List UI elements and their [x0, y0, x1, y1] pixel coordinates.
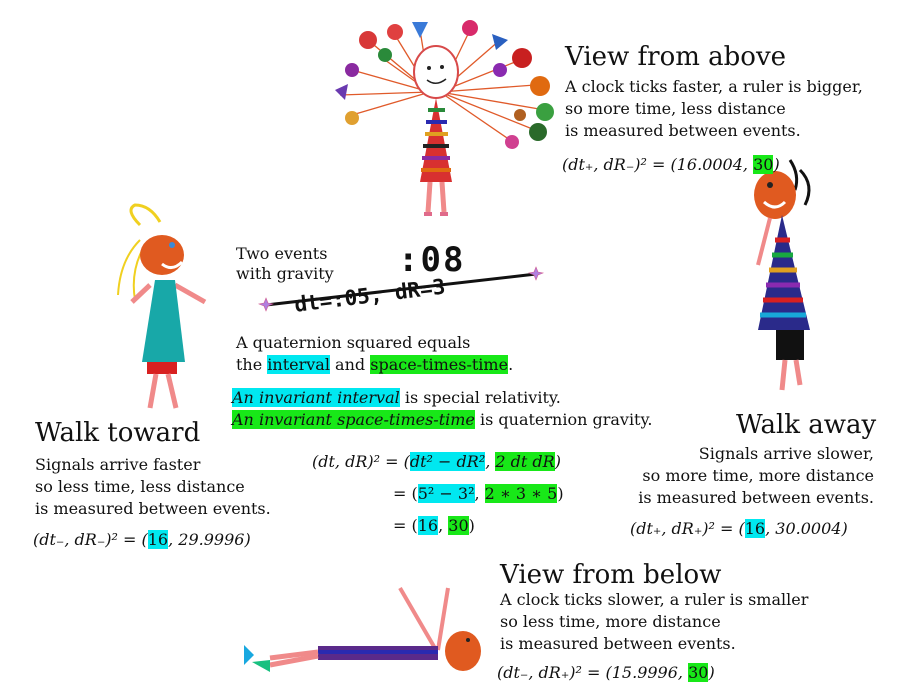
quaternion-line-1: A quaternion squared equals	[236, 333, 471, 352]
formula-text: )	[708, 663, 715, 682]
invariant-stt-highlight: An invariant space-times-time	[232, 410, 475, 429]
walk-away-line-1: Signals arrive slower,	[698, 444, 874, 463]
walk-toward-formula: (dt₋, dR₋)² = (16, 29.9996)	[33, 530, 251, 549]
text: ,	[474, 484, 485, 503]
equation-row-1: (dt, dR)² = (dt² − dR², 2 dt dR)	[312, 452, 561, 471]
equation-green: 2 dt dR	[495, 452, 555, 471]
view-below-title: View from below	[500, 560, 722, 590]
balloons	[335, 20, 554, 149]
formula-text: (dt₊, dR₊)² = (	[630, 519, 745, 538]
view-below-line-3: is measured between events.	[500, 634, 736, 653]
interval-highlight: interval	[267, 355, 330, 374]
text: .	[508, 355, 514, 374]
walk-toward-title: Walk toward	[35, 418, 201, 448]
event-star-start	[257, 297, 275, 312]
invariant-line-2: An invariant space-times-time is quatern…	[232, 410, 652, 429]
view-above-formula: (dt₊, dR₋)² = (16.0004, 30)	[562, 155, 780, 174]
event-star-end	[527, 266, 545, 281]
text: )	[468, 516, 475, 535]
text: = (	[393, 516, 418, 535]
view-below-line-1: A clock ticks slower, a ruler is smaller	[500, 590, 809, 609]
text: and	[329, 355, 371, 374]
formula-highlight-cyan: 16	[744, 519, 766, 538]
walk-away-line-3: is measured between events.	[638, 488, 874, 507]
formula-text: (dt₋, dR₋)² = (	[33, 530, 148, 549]
equation-cyan: 16	[417, 516, 439, 535]
events-label-line-1: Two events	[236, 244, 328, 263]
formula-text: (dt₋, dR₊)² = (15.9996,	[497, 663, 689, 682]
text: = (	[393, 484, 418, 503]
text: (dt, dR)² = (	[312, 452, 410, 471]
big-time-label: :08	[398, 240, 466, 280]
view-above-title: View from above	[565, 42, 787, 72]
equation-cyan: 5² − 3²	[417, 484, 475, 503]
walk-toward-line-1: Signals arrive faster	[35, 455, 201, 474]
equation-green: 30	[448, 516, 469, 535]
formula-text: (dt₊, dR₋)² = (16.0004,	[562, 155, 754, 174]
equation-row-3: = (16, 30)	[393, 516, 475, 535]
text: ,	[485, 452, 496, 471]
walk-away-title: Walk away	[736, 410, 877, 440]
equation-row-2: = (5² − 3², 2 ∗ 3 ∗ 5)	[393, 484, 564, 503]
view-above-line-3: is measured between events.	[565, 121, 801, 140]
formula-text: )	[773, 155, 780, 174]
events-label-line-2: with gravity	[236, 264, 334, 283]
walk-toward-line-3: is measured between events.	[35, 499, 271, 518]
formula-highlight-cyan: 16	[147, 530, 169, 549]
equation-cyan: dt² − dR²	[409, 452, 486, 471]
formula-text: , 29.9996)	[168, 530, 251, 549]
text: ,	[438, 516, 449, 535]
formula-highlight-green: 30	[688, 663, 709, 682]
view-below-formula: (dt₋, dR₊)² = (15.9996, 30)	[497, 663, 715, 682]
text: is quaternion gravity.	[474, 410, 653, 429]
space-times-time-highlight: space-times-time	[370, 355, 509, 374]
walk-away-line-2: so more time, more distance	[642, 466, 874, 485]
text: the	[236, 355, 268, 374]
invariant-line-1: An invariant interval is special relativ…	[232, 388, 561, 407]
walk-away-formula: (dt₊, dR₊)² = (16, 30.0004)	[630, 519, 848, 538]
text: )	[557, 484, 564, 503]
quaternion-line-2: the interval and space-times-time.	[236, 355, 513, 374]
view-above-line-2: so more time, less distance	[565, 99, 786, 118]
formula-text: , 30.0004)	[765, 519, 848, 538]
view-above-line-1: A clock ticks faster, a ruler is bigger,	[565, 77, 863, 96]
walk-toward-line-2: so less time, less distance	[35, 477, 245, 496]
view-below-line-2: so less time, more distance	[500, 612, 721, 631]
worldline	[265, 272, 537, 307]
text: )	[554, 452, 561, 471]
equation-green: 2 ∗ 3 ∗ 5	[484, 484, 558, 503]
invariant-interval-highlight: An invariant interval	[232, 388, 400, 407]
text: is special relativity.	[399, 388, 561, 407]
formula-highlight-green: 30	[753, 155, 774, 174]
